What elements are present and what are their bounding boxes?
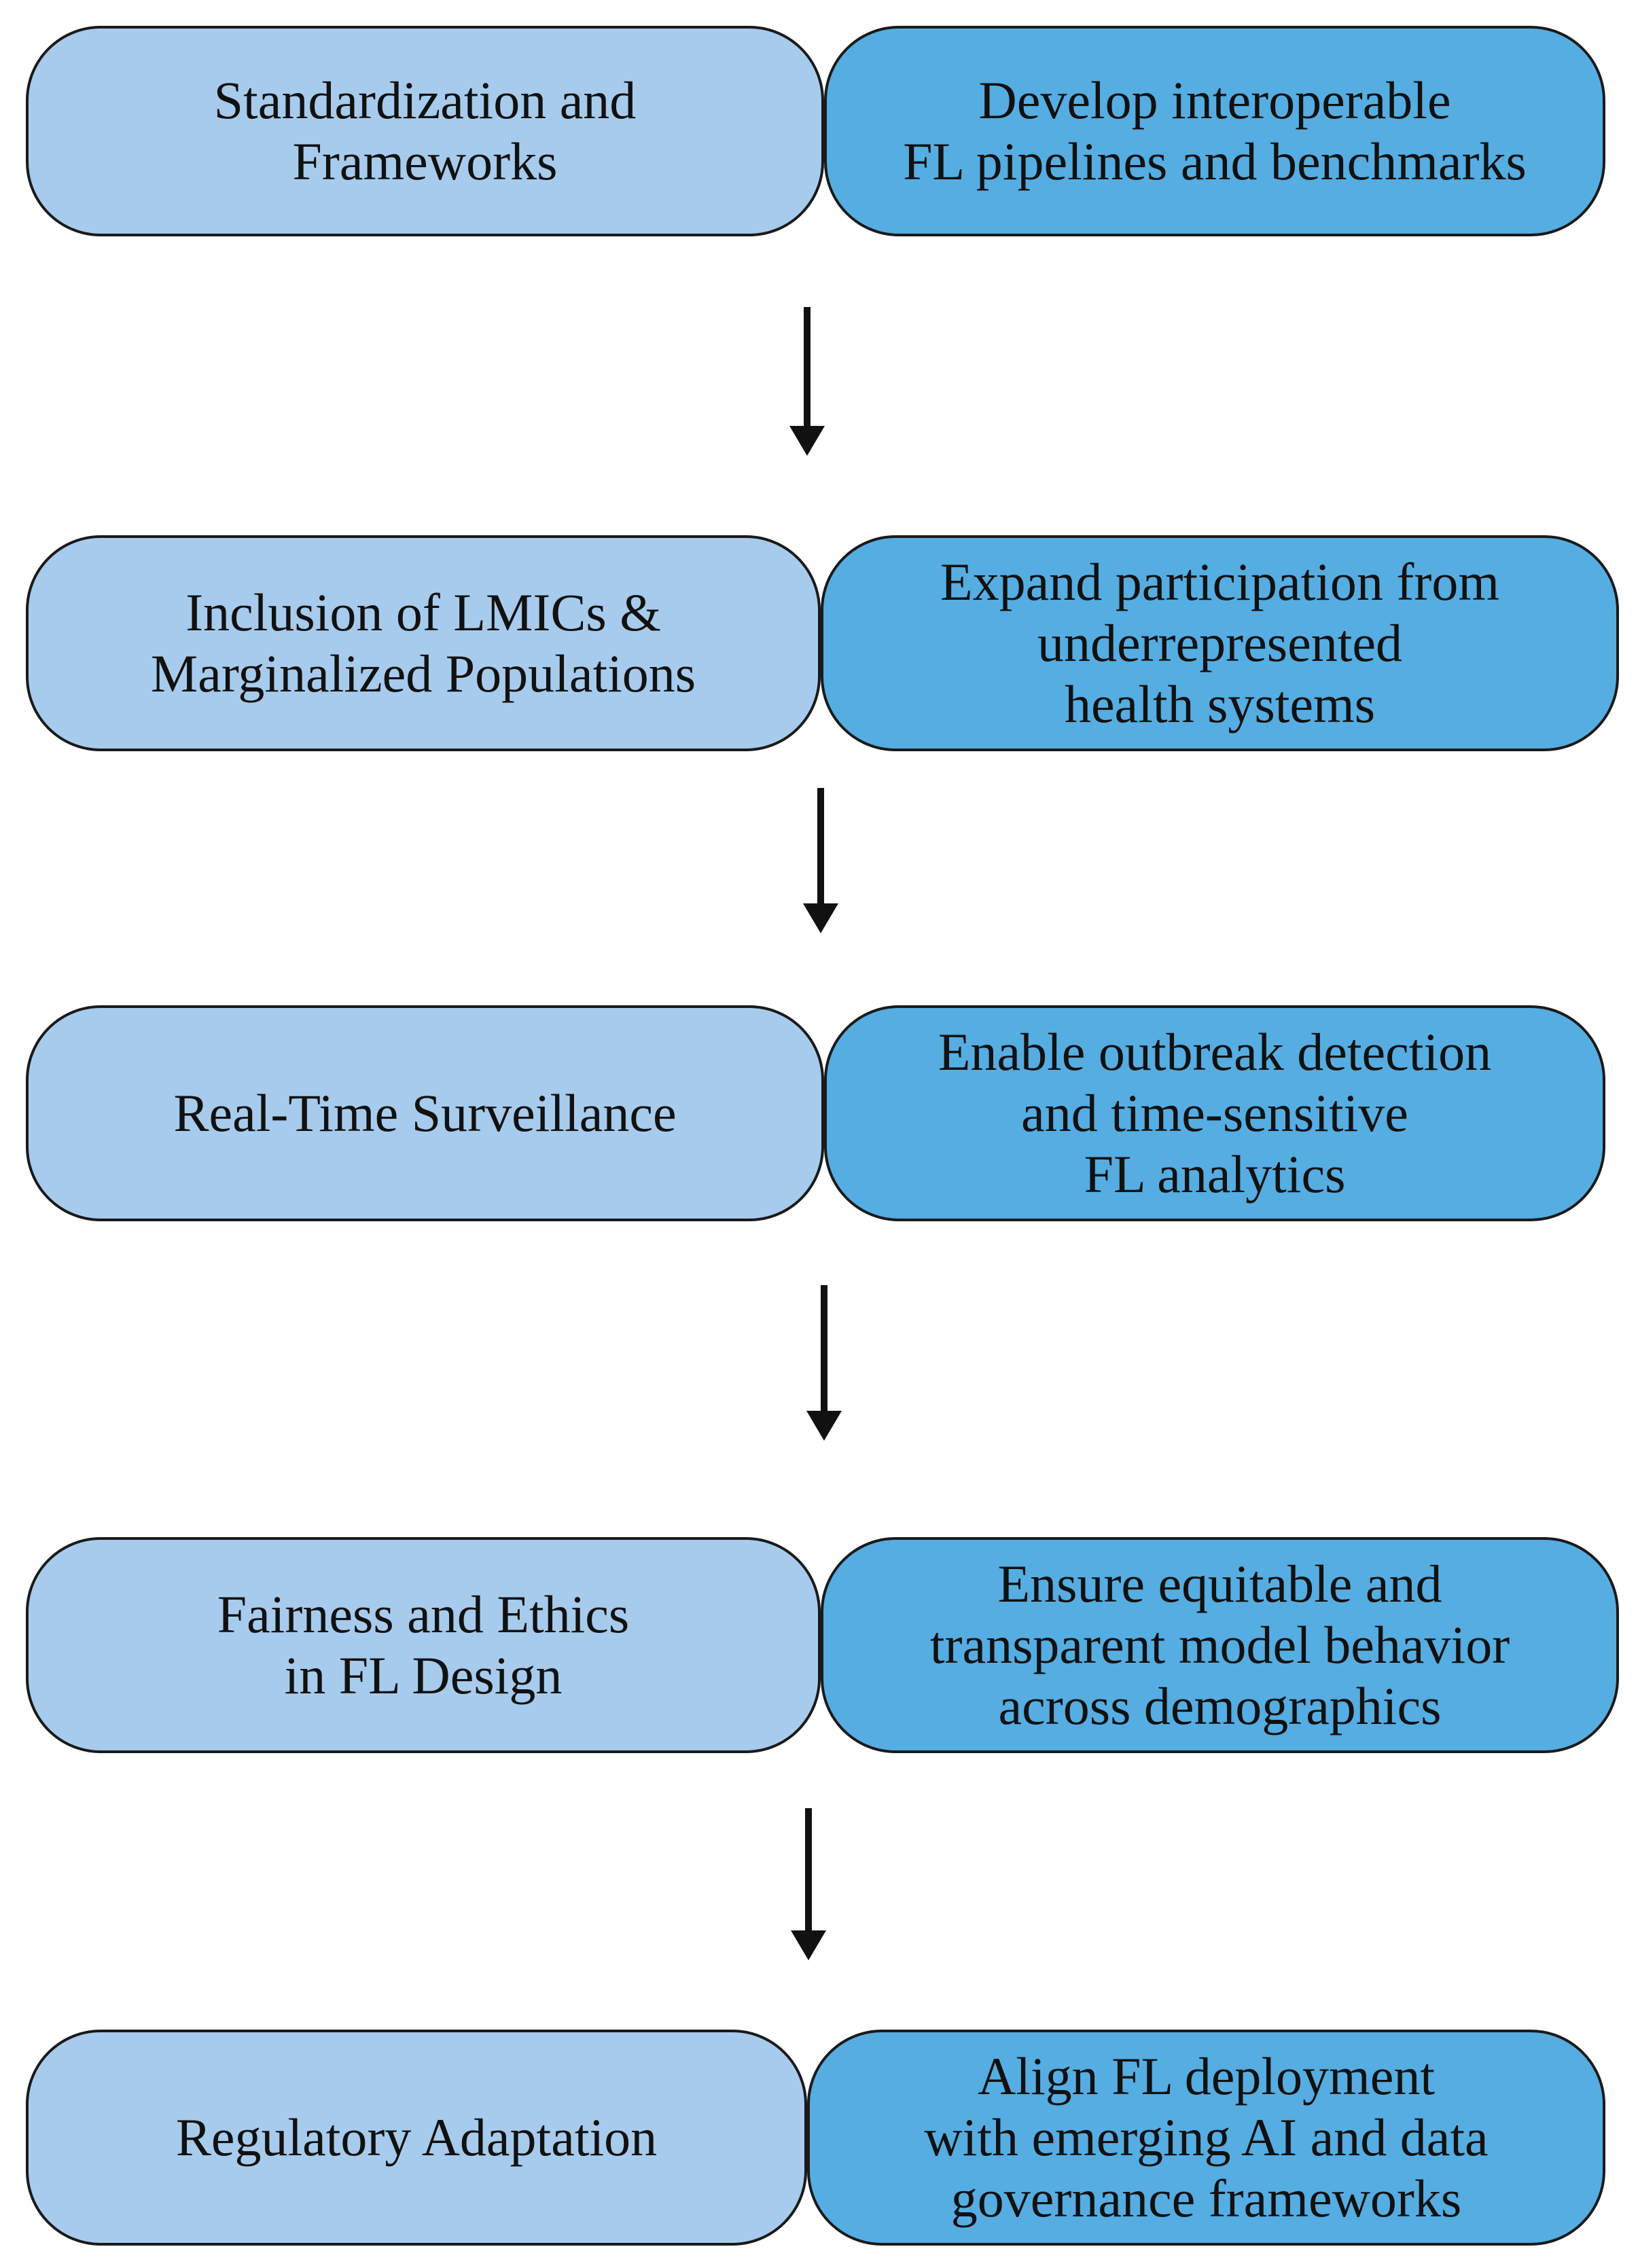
step-1-description-box: Develop interoperable FL pipelines and b… — [824, 26, 1605, 236]
step-3-description-box: Enable outbreak detection and time-sensi… — [824, 1005, 1605, 1221]
step-3-description: Enable outbreak detection and time-sensi… — [938, 1022, 1492, 1204]
step-1-description: Develop interoperable FL pipelines and b… — [903, 71, 1527, 191]
step-2-label-box: Inclusion of LMICs & Marginalized Popula… — [26, 535, 821, 751]
step-2-description-box: Expand participation from underrepresent… — [821, 535, 1619, 751]
step-2-description: Expand participation from underrepresent… — [940, 552, 1500, 734]
step-4-description-box: Ensure equitable and transparent model b… — [821, 1537, 1619, 1753]
step-1-label: Standardization and Frameworks — [213, 71, 637, 191]
step-4-label-box: Fairness and Ethics in FL Design — [26, 1537, 821, 1753]
step-2-label: Inclusion of LMICs & Marginalized Popula… — [150, 583, 696, 703]
step-5-description-box: Align FL deployment with emerging AI and… — [807, 2030, 1605, 2246]
step-4-description: Ensure equitable and transparent model b… — [929, 1554, 1510, 1735]
step-3-label-box: Real-Time Surveillance — [26, 1005, 824, 1221]
step-5-label-box: Regulatory Adaptation — [26, 2030, 807, 2246]
step-1-label-box: Standardization and Frameworks — [26, 26, 824, 236]
step-4-label: Fairness and Ethics in FL Design — [217, 1585, 630, 1705]
step-5-label: Regulatory Adaptation — [175, 2108, 658, 2167]
step-5-description: Align FL deployment with emerging AI and… — [924, 2047, 1489, 2228]
step-3-label: Real-Time Surveillance — [173, 1083, 677, 1142]
